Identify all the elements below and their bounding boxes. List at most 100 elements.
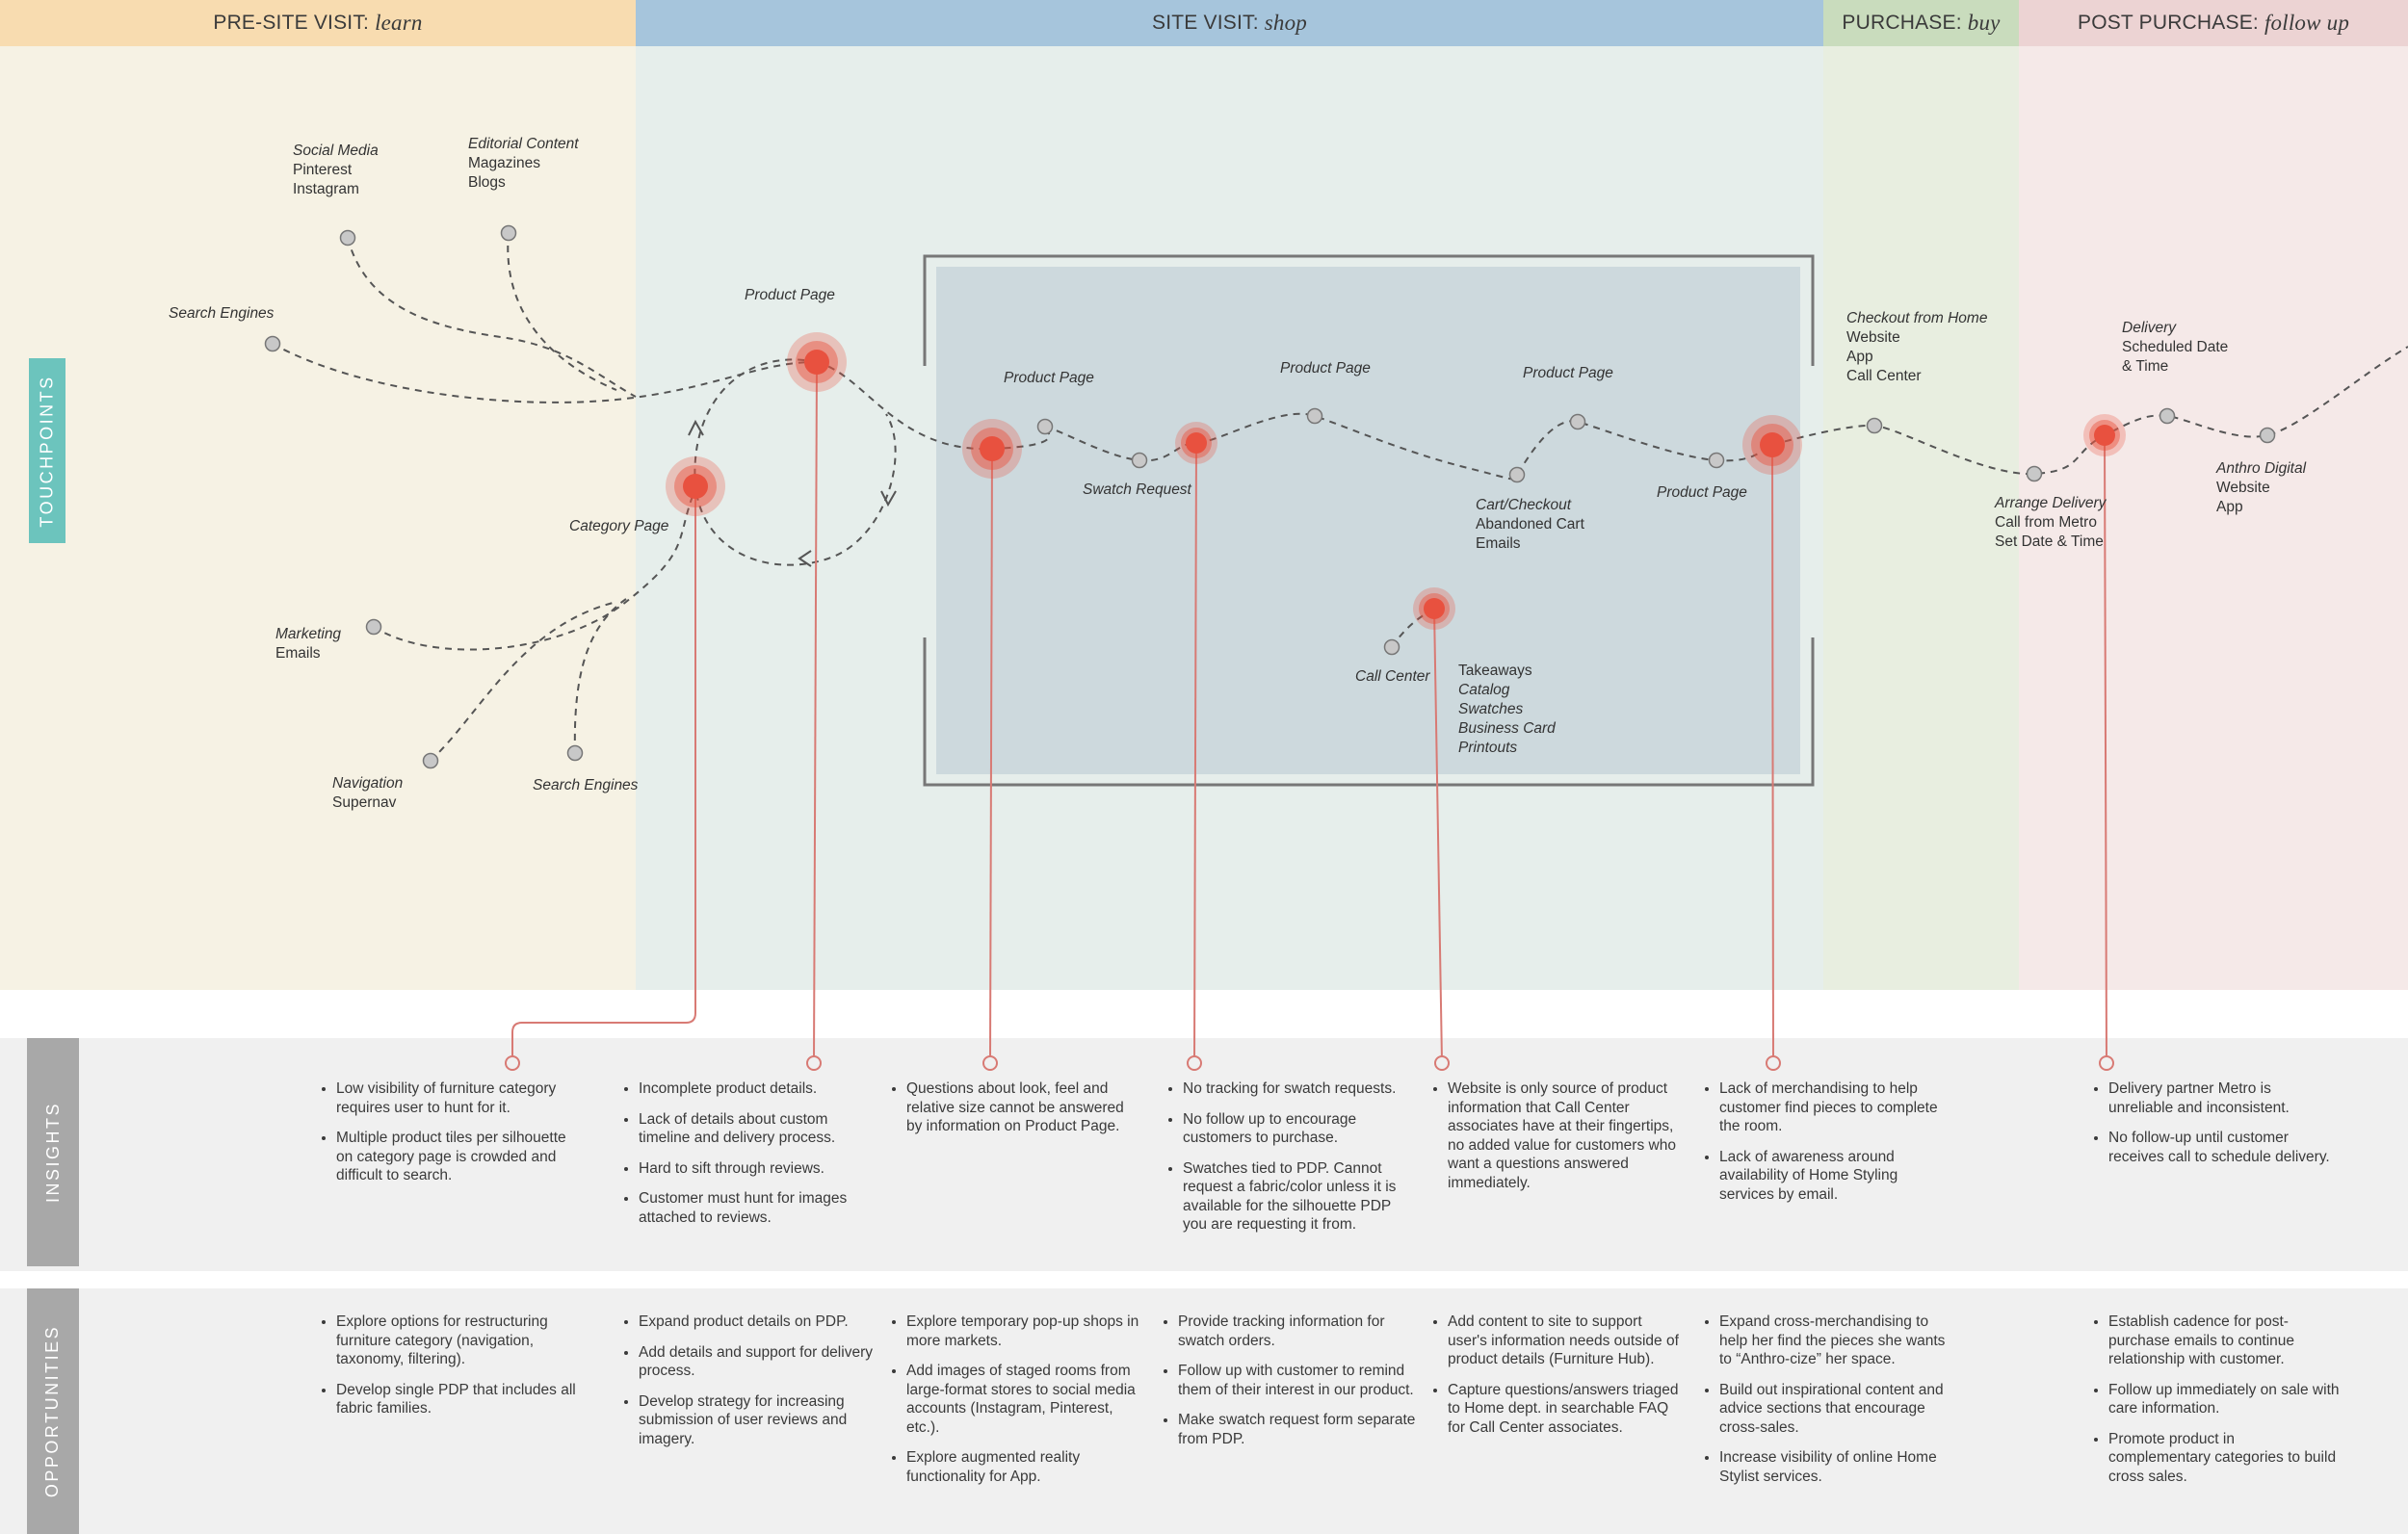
- opportunity-item: Follow up with customer to remind them o…: [1178, 1362, 1417, 1399]
- connector-category: [511, 486, 696, 1061]
- connector-call-center: [1433, 608, 1443, 1062]
- band-pre-site: [0, 46, 636, 990]
- opportunity-item: Expand product details on PDP.: [639, 1313, 883, 1332]
- opportunity-item: Expand cross-merchandising to help her f…: [1719, 1313, 1950, 1369]
- insight-item: Swatches tied to PDP. Cannot request a f…: [1183, 1159, 1418, 1235]
- path-loop: [694, 358, 897, 566]
- phase-header-purchase: PURCHASE:buy: [1823, 0, 2019, 46]
- tp-arrange-delivery: Arrange Delivery Call from Metro Set Dat…: [1995, 495, 2107, 550]
- opportunity-item: Capture questions/answers triaged to Hom…: [1448, 1381, 1679, 1438]
- tp-takeaways: Takeaways Catalog Swatches Business Card…: [1458, 663, 1556, 756]
- insight-item: Lack of details about custom timeline an…: [639, 1110, 877, 1148]
- insights-col-1: Low visibility of furniture category req…: [315, 1079, 573, 1197]
- insight-item: Low visibility of furniture category req…: [336, 1079, 573, 1117]
- tp-call-center: Call Center: [1355, 668, 1430, 685]
- connector-swatch: [1193, 442, 1197, 1062]
- opportunities-col-4: Provide tracking information for swatch …: [1157, 1313, 1417, 1460]
- loop-arrow-left: [798, 550, 812, 567]
- connector-end-3: [982, 1055, 998, 1071]
- insights-col-5: Website is only source of product inform…: [1426, 1079, 1679, 1204]
- band-purchase: [1823, 46, 2019, 990]
- path-editorial: [507, 232, 617, 391]
- phase-header-pre-site: PRE-SITE VISIT:learn: [0, 0, 636, 46]
- tp-marketing: Marketing Emails: [275, 626, 342, 662]
- node-checkout-home: [1866, 417, 1883, 434]
- node-product-4: [1569, 413, 1586, 430]
- node-social: [339, 229, 356, 247]
- node-delivery: [2159, 407, 2176, 425]
- tp-search-engines-bottom: Search Engines: [533, 777, 639, 793]
- connector-end-7: [2099, 1055, 2114, 1071]
- connector-end-6: [1766, 1055, 1781, 1071]
- opportunity-item: Explore temporary pop-up shops in more m…: [906, 1313, 1145, 1350]
- insight-item: Lack of merchandising to help customer f…: [1719, 1079, 1950, 1136]
- insight-item: Customer must hunt for images attached t…: [639, 1189, 877, 1227]
- connector-delivery: [2104, 434, 2107, 1062]
- insights-col-2: Incomplete product details. Lack of deta…: [617, 1079, 877, 1238]
- connector-end-5: [1434, 1055, 1450, 1071]
- opportunity-item: Develop single PDP that includes all fab…: [336, 1381, 581, 1418]
- node-swatch: [1131, 452, 1148, 469]
- insights-col-4: No tracking for swatch requests. No foll…: [1162, 1079, 1418, 1246]
- opportunity-item: Make swatch request form separate from P…: [1178, 1411, 1417, 1448]
- insight-item: Multiple product tiles per silhouette on…: [336, 1129, 573, 1185]
- path-search-top: [272, 343, 818, 403]
- insight-item: No tracking for swatch requests.: [1183, 1079, 1418, 1099]
- node-cart: [1508, 466, 1526, 483]
- node-ps1: [1036, 418, 1054, 435]
- opportunity-item: Add details and support for delivery pro…: [639, 1343, 883, 1381]
- opportunity-item: Explore augmented reality functionality …: [906, 1448, 1145, 1486]
- node-anthro-digital: [2259, 427, 2276, 444]
- pain-point-product-2: [962, 419, 1022, 479]
- insights-row-bg: [0, 1038, 2408, 1271]
- insights-col-3: Questions about look, feel and relative …: [885, 1079, 1143, 1148]
- band-post-purchase: [2019, 46, 2408, 990]
- tp-editorial-content: Editorial Content Magazines Blogs: [468, 136, 579, 191]
- opportunities-row-bg: [0, 1288, 2408, 1534]
- path-search-bottom: [573, 598, 627, 754]
- opportunity-item: Follow up immediately on sale with care …: [2108, 1381, 2340, 1418]
- tp-category-page: Category Page: [569, 518, 669, 534]
- connector-product-1: [813, 361, 818, 1062]
- opportunity-item: Promote product in complementary categor…: [2108, 1430, 2340, 1487]
- tp-product-page-4: Product Page: [1523, 365, 1613, 381]
- insights-tab: INSIGHTS: [27, 1038, 79, 1266]
- node-search-bottom: [566, 744, 584, 762]
- opportunities-col-5: Add content to site to support user's in…: [1426, 1313, 1679, 1448]
- opportunities-col-7: Establish cadence for post-purchase emai…: [2087, 1313, 2340, 1497]
- pain-point-swatch: [1175, 422, 1217, 464]
- insight-item: No follow up to encourage customers to p…: [1183, 1110, 1418, 1148]
- opportunity-item: Establish cadence for post-purchase emai…: [2108, 1313, 2340, 1369]
- tp-product-page-5: Product Page: [1657, 484, 1747, 501]
- path-social: [347, 237, 637, 398]
- opportunity-item: Increase visibility of online Home Styli…: [1719, 1448, 1950, 1486]
- opportunity-item: Provide tracking information for swatch …: [1178, 1313, 1417, 1350]
- node-search-top: [264, 335, 281, 352]
- opportunity-item: Explore options for restructuring furnit…: [336, 1313, 581, 1369]
- tp-navigation: Navigation Supernav: [332, 775, 404, 811]
- node-editorial: [500, 224, 517, 242]
- tp-checkout-home: Checkout from Home Website App Call Cent…: [1846, 310, 1988, 384]
- tp-anthro-digital: Anthro Digital Website App: [2216, 460, 2307, 515]
- insight-item: Incomplete product details.: [639, 1079, 877, 1099]
- opportunities-col-3: Explore temporary pop-up shops in more m…: [885, 1313, 1145, 1497]
- tp-delivery: Delivery Scheduled Date & Time: [2122, 320, 2229, 375]
- insight-item: No follow-up until customer receives cal…: [2108, 1129, 2338, 1166]
- opportunity-item: Develop strategy for increasing submissi…: [639, 1392, 883, 1449]
- pain-point-call-center: [1413, 587, 1455, 630]
- node-marketing: [365, 618, 382, 636]
- opportunities-col-2: Expand product details on PDP. Add detai…: [617, 1313, 883, 1460]
- insights-col-7: Delivery partner Metro is unreliable and…: [2087, 1079, 2338, 1178]
- tp-swatch-request: Swatch Request: [1083, 481, 1191, 498]
- opportunity-item: Add images of staged rooms from large-fo…: [906, 1362, 1145, 1437]
- path-navigation: [430, 601, 617, 762]
- tp-product-page-1: Product Page: [745, 287, 835, 303]
- tp-cart-checkout: Cart/Checkout Abandoned Cart Emails: [1476, 497, 1584, 552]
- focus-box-bracket-bottom: [923, 637, 1815, 787]
- phase-header-post-purchase: POST PURCHASE:follow up: [2019, 0, 2408, 46]
- focus-box-bracket-top: [923, 254, 1815, 366]
- tp-product-page-3: Product Page: [1280, 360, 1371, 377]
- connector-end-4: [1187, 1055, 1202, 1071]
- insight-item: Hard to sift through reviews.: [639, 1159, 877, 1179]
